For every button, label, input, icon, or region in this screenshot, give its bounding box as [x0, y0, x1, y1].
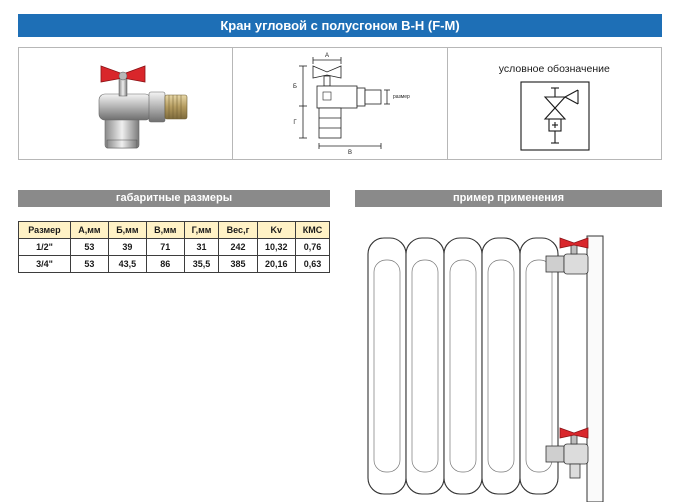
table-cell: 53	[69, 255, 109, 273]
col-header-size: Размер	[18, 221, 71, 239]
col-header-kms: КМС	[294, 221, 331, 239]
page-title: Кран угловой с полусгоном В-Н (F-M)	[18, 14, 662, 37]
table-cell: 0,76	[294, 238, 331, 256]
dim-label-v: В	[348, 150, 352, 156]
table-cell: 86	[145, 255, 185, 273]
table-cell: 43,5	[107, 255, 147, 273]
valve-schematic-symbol-icon	[520, 81, 590, 151]
col-header-b: Б,мм	[107, 221, 147, 239]
table-cell: 385	[218, 255, 258, 273]
table-row: 3/4" 53 43,5 86 35,5 385 20,16 0,63	[18, 255, 331, 273]
col-header-weight: Вес,г	[218, 221, 258, 239]
col-header-g: Г,мм	[183, 221, 220, 239]
table-cell: 3/4"	[18, 255, 71, 273]
usage-figure	[360, 230, 662, 502]
table-cell: 71	[145, 238, 185, 256]
dimensions-table: Размер А,мм Б,мм В,мм Г,мм Вес,г Kv КМС …	[18, 221, 331, 273]
valve-drawing-panel: А Б Г В размер	[233, 48, 448, 159]
valve-photo-panel	[19, 48, 234, 159]
table-cell: 35,5	[183, 255, 220, 273]
dim-label-size: размер	[393, 94, 410, 100]
table-cell: 10,32	[256, 238, 296, 256]
product-panels: А Б Г В размер условное обозначение	[18, 47, 662, 160]
col-header-v: В,мм	[145, 221, 185, 239]
table-cell: 242	[218, 238, 258, 256]
table-row: 1/2" 53 39 71 31 242 10,32 0,76	[18, 238, 331, 256]
table-cell: 1/2"	[18, 238, 71, 256]
radiator-installation-icon	[367, 235, 604, 502]
valve-technical-drawing-icon: А Б Г В размер	[293, 53, 410, 156]
table-cell: 20,16	[256, 255, 296, 273]
dim-label-b: Б	[293, 84, 297, 90]
table-header-row: Размер А,мм Б,мм В,мм Г,мм Вес,г Kv КМС	[18, 221, 331, 239]
valve-symbol-panel: условное обозначение	[448, 48, 661, 159]
symbol-label: условное обозначение	[498, 63, 610, 75]
dimensions-section-title: габаритные размеры	[18, 190, 330, 207]
dim-label-a: А	[325, 53, 329, 59]
col-header-a: А,мм	[69, 221, 109, 239]
valve-photo-icon	[98, 65, 188, 149]
table-cell: 53	[69, 238, 109, 256]
col-header-kv: Kv	[256, 221, 296, 239]
dim-label-g: Г	[294, 120, 298, 126]
table-cell: 0,63	[294, 255, 331, 273]
usage-section-title: пример применения	[355, 190, 662, 207]
table-cell: 39	[107, 238, 147, 256]
table-cell: 31	[183, 238, 220, 256]
